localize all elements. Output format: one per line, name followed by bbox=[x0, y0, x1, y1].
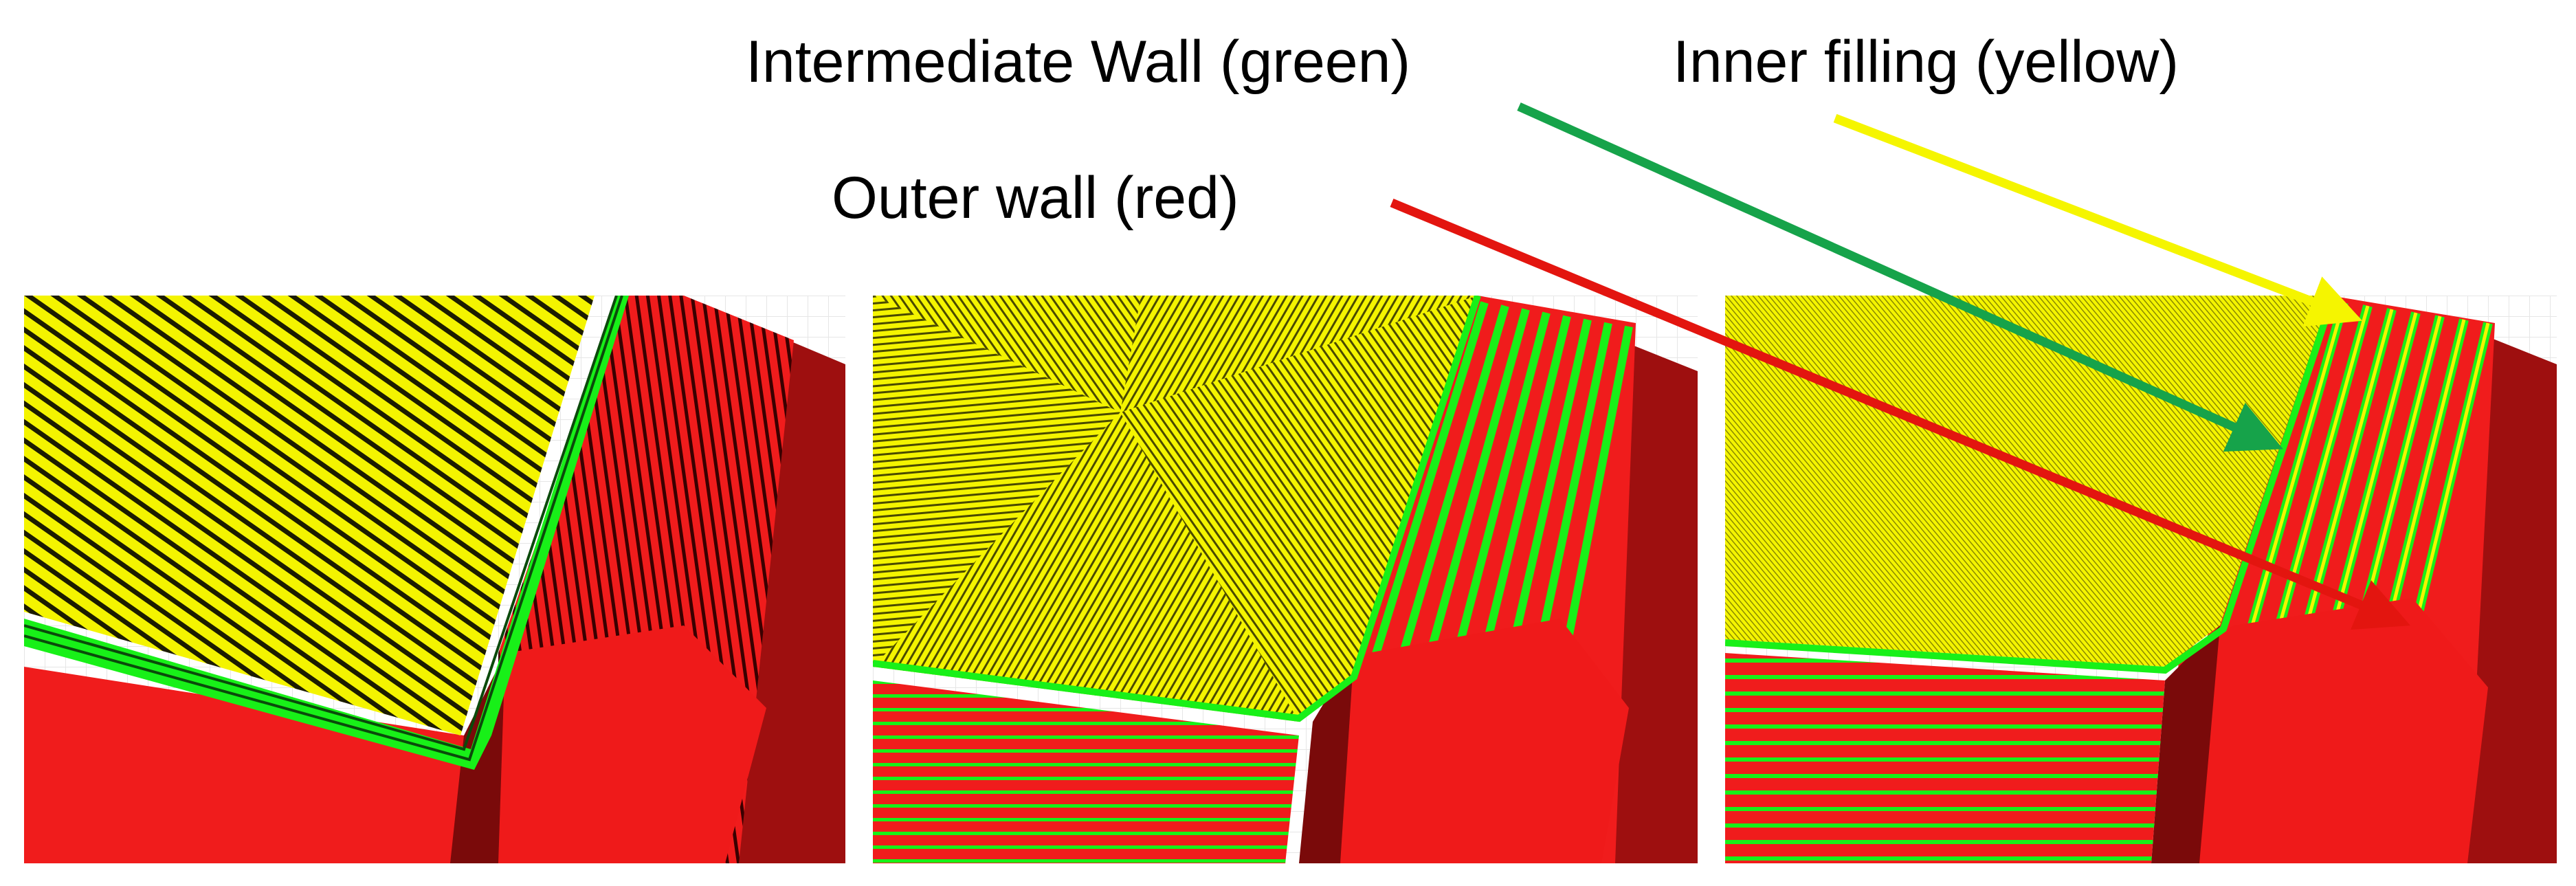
outer-wall-block-left bbox=[24, 667, 471, 863]
print-preview-panel-1 bbox=[24, 296, 845, 863]
stacked-layers bbox=[873, 680, 1299, 863]
arrow-inner-filling bbox=[1833, 113, 2363, 327]
panel-2-render bbox=[873, 296, 1698, 863]
print-preview-panel-3 bbox=[1725, 296, 2557, 863]
inner-filling bbox=[24, 296, 595, 735]
outer-wall-label: Outer wall (red) bbox=[832, 165, 1239, 231]
panel-3-render bbox=[1725, 296, 2557, 863]
outer-wall-block-right bbox=[471, 625, 766, 863]
stacked-layers bbox=[1725, 653, 2165, 863]
print-preview-panel-2 bbox=[873, 296, 1698, 863]
inner-filling-label: Inner filling (yellow) bbox=[1673, 29, 2179, 95]
inner-filling bbox=[873, 296, 1478, 722]
panel-1-render bbox=[24, 296, 845, 863]
intermediate-wall-label: Intermediate Wall (green) bbox=[746, 29, 1411, 95]
